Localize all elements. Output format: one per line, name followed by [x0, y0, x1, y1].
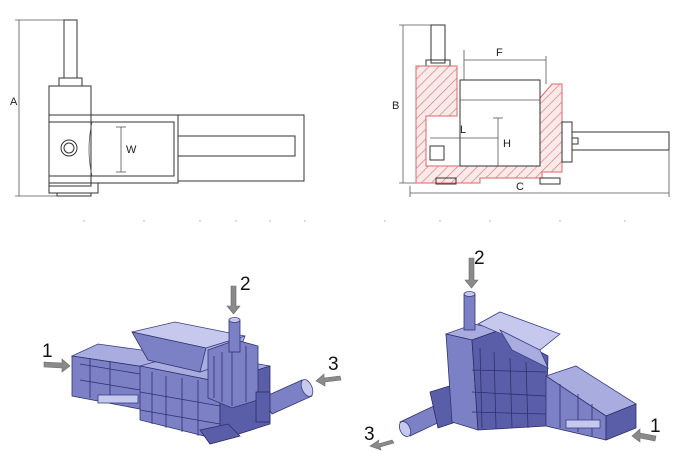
dim-b-label: B — [392, 100, 399, 112]
dim-f-label: F — [496, 47, 503, 59]
section-hatched-walls — [415, 65, 563, 184]
bottom-left-model: 1 2 3 — [42, 274, 342, 445]
callout-1: 1 — [42, 341, 53, 362]
output-arrow-3r — [369, 439, 395, 451]
dim-a-label: A — [10, 96, 18, 108]
input-arrow-1r — [631, 428, 657, 443]
side-ram-cylinder — [571, 131, 670, 151]
dim-h-label: H — [503, 138, 511, 150]
callout-2: 2 — [240, 274, 251, 295]
feed-ram-housing — [177, 114, 305, 182]
dim-l-label: L — [460, 124, 466, 136]
vertical-cylinder — [228, 319, 241, 353]
bottom-right-model: 2 3 1 — [364, 248, 661, 451]
callout-2r: 2 — [474, 248, 485, 269]
dim-w-label: W — [126, 144, 137, 156]
input-arrow-2r — [464, 257, 479, 289]
top-left-drawing: A W — [10, 19, 305, 197]
vertical-cylinder-r — [463, 293, 476, 331]
press-body — [48, 85, 92, 187]
top-right-drawing: B F L H C — [392, 24, 670, 197]
callout-3: 3 — [328, 354, 339, 375]
input-arrow-2 — [226, 285, 241, 315]
input-arrow-1 — [43, 358, 71, 373]
ram-cylinder — [63, 19, 78, 79]
dim-c-label: C — [516, 181, 524, 193]
callout-1r: 1 — [650, 416, 661, 437]
feed-port — [60, 139, 78, 157]
output-arrow-3 — [315, 373, 342, 387]
callout-3r: 3 — [364, 424, 375, 445]
